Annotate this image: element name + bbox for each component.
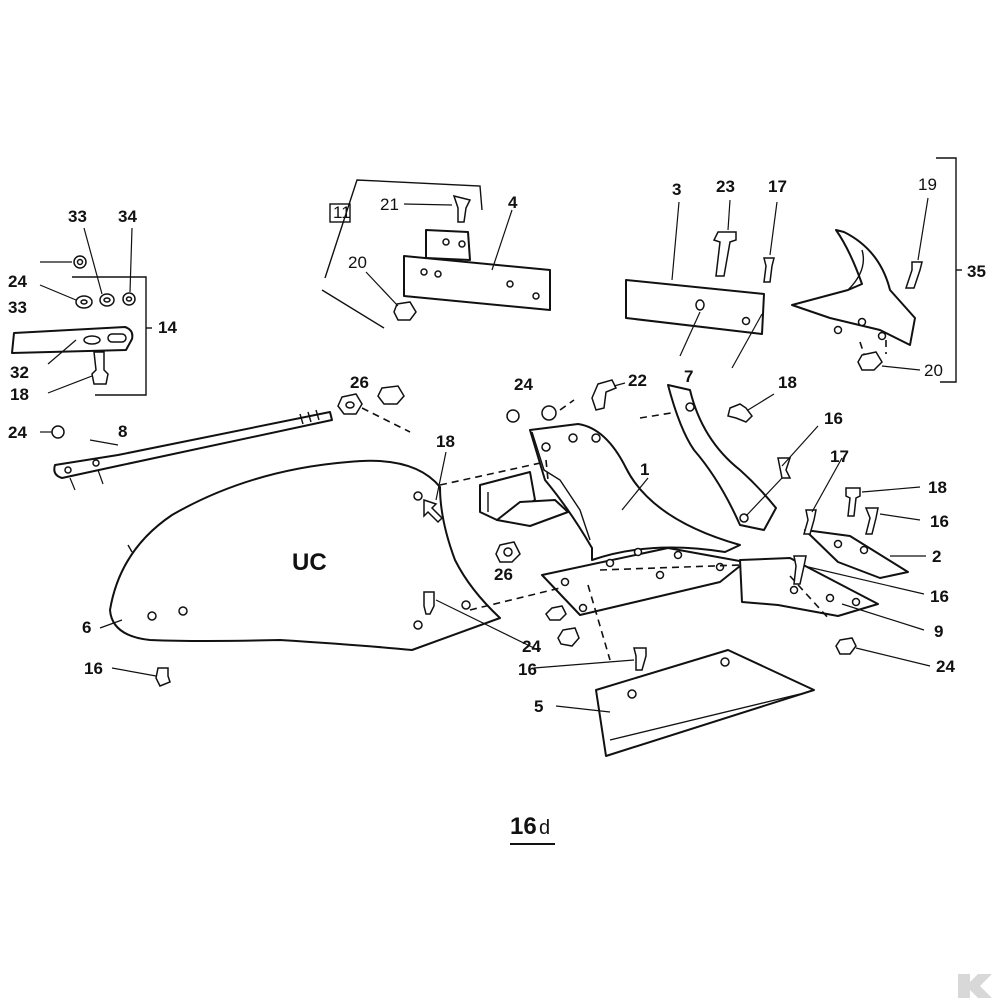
- callout-5: 5: [534, 697, 543, 716]
- parts-2-9: [739, 457, 931, 667]
- figure-caption: 16 d: [510, 813, 555, 845]
- callout-11: 11: [333, 203, 351, 222]
- part-14-assembly: [11, 227, 152, 396]
- callout-26b: 26: [494, 565, 513, 584]
- callout-19: 19: [918, 175, 937, 194]
- callout-23: 23: [716, 177, 735, 196]
- callout-9: 9: [934, 622, 943, 641]
- callout-3: 3: [672, 180, 681, 199]
- part-11-assembly: [321, 179, 551, 329]
- part-16-bolt-right: [864, 507, 879, 535]
- part-18-bolt-right: [845, 487, 861, 517]
- part-23-bolt: [712, 231, 737, 277]
- part-16-bolt-bottom: [155, 667, 171, 687]
- part-18-bolt: [91, 351, 109, 385]
- callout-16a: 16: [824, 409, 843, 428]
- callout-21: 21: [380, 195, 399, 214]
- part-17-bolt-top: [763, 257, 775, 283]
- callout-26a: 26: [350, 373, 369, 392]
- callout-18d: 18: [928, 478, 947, 497]
- part-7-shin: [667, 384, 819, 531]
- callout-34: 34: [118, 207, 137, 226]
- part-9-plate: [739, 557, 879, 617]
- callout-1: 1: [640, 460, 649, 479]
- callout-20a: 20: [348, 253, 367, 272]
- part-1-frog: [439, 399, 746, 661]
- callout-18a: 18: [10, 385, 29, 404]
- callout-20b: 20: [924, 361, 943, 380]
- callout-24c: 24: [514, 375, 533, 394]
- callout-8: 8: [118, 422, 127, 441]
- callout-labels: 33 34 24 33 14 32 18 24 8 26 11 21 4 20 …: [8, 175, 986, 716]
- callout-33a: 33: [68, 207, 87, 226]
- part-19-bolt: [904, 261, 923, 289]
- callout-16c: 16: [930, 587, 949, 606]
- callout-22: 22: [628, 371, 647, 390]
- part-32-plate: [11, 326, 134, 354]
- part-24-nut-rod: [51, 425, 65, 439]
- part-16-bolt-share: [633, 647, 647, 671]
- part-22-bolt: [591, 379, 618, 411]
- part-17-bolt-right: [803, 509, 817, 535]
- part-24-nut-center-2: [557, 627, 580, 647]
- callout-17b: 17: [830, 447, 849, 466]
- callout-32: 32: [10, 363, 29, 382]
- callout-18b: 18: [778, 373, 797, 392]
- part-6-moldboard: [99, 451, 501, 687]
- callout-14: 14: [158, 318, 177, 337]
- callout-18c: 18: [436, 432, 455, 451]
- part-24-nut-right: [835, 637, 857, 655]
- part-16-bolt-mid: [793, 555, 807, 585]
- callout-7: 7: [684, 367, 693, 386]
- callout-6: 6: [82, 618, 91, 637]
- callout-2: 2: [932, 547, 941, 566]
- callout-16b: 16: [930, 512, 949, 531]
- callout-24e: 24: [936, 657, 955, 676]
- callout-17a: 17: [768, 177, 787, 196]
- callout-33b: 33: [8, 298, 27, 317]
- callout-35: 35: [967, 262, 986, 281]
- part-20-nut: [857, 351, 883, 371]
- callout-24a: 24: [8, 272, 27, 291]
- brand-logo-icon: [958, 974, 992, 998]
- fasteners-center-top: [506, 379, 626, 647]
- part-5-share: [435, 599, 815, 757]
- part-26-nut-2: [377, 385, 405, 405]
- part-21-bolt: [452, 194, 472, 223]
- part-18-bolt-shin: [727, 403, 753, 423]
- part-20-nut-top: [393, 301, 417, 321]
- part-35-assembly: [791, 157, 962, 383]
- figure-suffix: d: [539, 817, 550, 839]
- figure-number: 16: [510, 813, 537, 840]
- callout-16e: 16: [518, 660, 537, 679]
- part-2-plate: [804, 529, 909, 579]
- plate-marking: UC: [292, 549, 327, 576]
- callout-4: 4: [508, 193, 518, 212]
- callout-24d: 24: [522, 637, 541, 656]
- callout-24b: 24: [8, 423, 27, 442]
- callout-16d: 16: [84, 659, 103, 678]
- part-3-bar: [625, 199, 778, 369]
- part-24-nut-center: [545, 605, 567, 621]
- part-8-rod: [40, 385, 411, 491]
